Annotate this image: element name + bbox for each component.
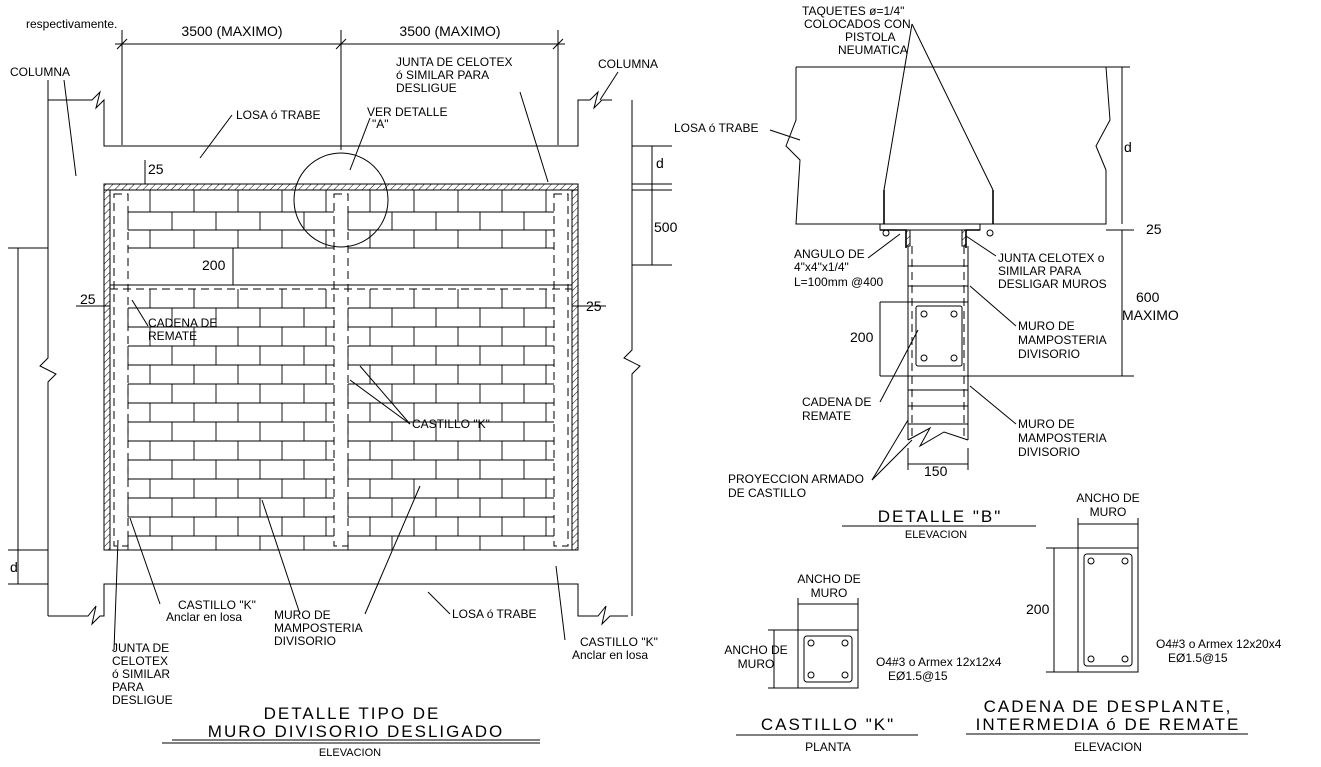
muro-label-2: MAMPOSTERIA — [274, 621, 363, 635]
detail-a-callout — [293, 152, 389, 248]
left-d-dimension: d — [10, 559, 18, 575]
cadena-title-1: CADENA DE DESPLANTE, — [984, 697, 1233, 716]
junta-top-label-1: JUNTA DE CELOTEX — [396, 55, 512, 69]
ver-detalle-a-label: "A" — [372, 117, 389, 131]
right-d-dimension: d — [656, 155, 664, 171]
detail-b-25-dimension: 25 — [1146, 221, 1162, 237]
cover-25-dimension: 25 — [148, 161, 164, 177]
muro-label-3: DIVISORIO — [274, 634, 336, 648]
muro-b-top-label-3: DIVISORIO — [1018, 347, 1080, 361]
junta-bottom-label-1: JUNTA DE — [112, 641, 169, 655]
taquetes-label-2: COLOCADOS CON — [804, 17, 911, 31]
junta-bottom-label-2: CELOTEX — [112, 654, 168, 668]
losa-bottom-label: LOSA ó TRABE — [452, 607, 537, 621]
detail-b-losa-label: LOSA ó TRABE — [674, 121, 759, 135]
cadena-b-label-1: CADENA DE — [802, 395, 871, 409]
cadena-subtitle: ELEVACION — [1074, 740, 1142, 754]
junta-bottom-label-3: ó SIMILAR — [112, 667, 170, 681]
junta-top-label-2: ó SIMILAR PARA — [396, 68, 489, 82]
detail-b-maximo-label: MAXIMO — [1122, 307, 1179, 323]
junta-bottom-label-4: PARA — [112, 680, 144, 694]
junta-b-label-2: SIMILAR PARA — [998, 264, 1081, 278]
cadena-ancho-1: ANCHO DE — [1076, 491, 1139, 505]
junta-top-label-3: DESLIGUE — [396, 81, 457, 95]
cadena-spec-2: EØ1.5@15 — [1168, 651, 1228, 665]
castillo-ancho-top-2: MURO — [811, 586, 848, 600]
muro-b-bot-label-3: DIVISORIO — [1018, 445, 1080, 459]
cadena-remate-label-2: REMATE — [148, 329, 197, 343]
muro-label-1: MURO DE — [274, 608, 331, 622]
detail-b-d-dimension: d — [1124, 139, 1132, 155]
angulo-label-2: 4"x4"x1/4" — [794, 260, 849, 274]
detail-b-title: DETALLE "B" — [878, 507, 1002, 526]
height-500-dimension: 500 — [654, 219, 678, 235]
cadena-ancho-2: MURO — [1090, 505, 1127, 519]
proyeccion-label-1: PROYECCION ARMADO — [728, 472, 864, 486]
ver-detalle-label: VER DETALLE — [367, 105, 447, 119]
span-dimension-1: 3500 (MAXIMO) — [181, 23, 282, 39]
proyeccion-label-2: DE CASTILLO — [728, 486, 806, 500]
detail-b-subtitle: ELEVACION — [905, 529, 967, 541]
castillo-title: CASTILLO "K" — [761, 715, 895, 734]
castillo-right-label-1: CASTILLO "K" — [580, 635, 658, 649]
castillo-ancho-left-1: ANCHO DE — [724, 643, 787, 657]
header-note: respectivamente. — [26, 17, 117, 31]
castillo-right-label-2: Anclar en losa — [572, 648, 648, 662]
cadena-200-dimension: 200 — [1026, 601, 1050, 617]
muro-b-top-label-2: MAMPOSTERIA — [1018, 333, 1107, 347]
wall-title-line-1: DETALLE TIPO DE — [264, 704, 441, 723]
cadena-b-label-2: REMATE — [802, 409, 851, 423]
gap-200-dimension: 200 — [202, 257, 226, 273]
side-25-left-dimension: 25 — [80, 291, 96, 307]
castillo-ancho-left-2: MURO — [738, 657, 775, 671]
detail-b-200-dimension: 200 — [850, 329, 874, 345]
wall-title-line-2: MURO DIVISORIO DESLIGADO — [208, 722, 504, 741]
detail-b-600-dimension: 600 — [1136, 289, 1160, 305]
muro-b-bot-label-1: MURO DE — [1018, 417, 1075, 431]
angulo-label-3: L=100mm @400 — [794, 275, 884, 289]
junta-b-label-1: JUNTA CELOTEX o — [998, 251, 1105, 265]
brick-pattern — [127, 190, 554, 551]
detail-b-drawing: TAQUETES ø=1/4" COLOCADOS CON PISTOLA NE… — [674, 4, 1179, 541]
castillo-mid-label: CASTILLO "K" — [412, 417, 490, 431]
columna-left-label: COLUMNA — [10, 65, 70, 79]
detail-b-150-dimension: 150 — [924, 463, 948, 479]
cadena-title-2: INTERMEDIA ó DE REMATE — [976, 715, 1241, 734]
wall-elevation-drawing: respectivamente. 3500 (MAXIMO) 3500 (MAX… — [8, 17, 678, 759]
muro-b-bot-label-2: MAMPOSTERIA — [1018, 431, 1107, 445]
angulo-label-1: ANGULO DE — [794, 247, 865, 261]
castillo-spec-2: EØ1.5@15 — [888, 669, 948, 683]
taquetes-label-4: NEUMATICA — [838, 43, 908, 57]
castillo-subtitle: PLANTA — [805, 740, 851, 754]
cadena-spec-1: O4#3 o Armex 12x20x4 — [1156, 637, 1282, 651]
wall-subtitle: ELEVACION — [319, 747, 381, 759]
junta-b-label-3: DESLIGAR MUROS — [998, 277, 1107, 291]
taquetes-label-3: PISTOLA — [845, 30, 895, 44]
castillo-spec-1: O4#3 o Armex 12x12x4 — [876, 655, 1002, 669]
cadena-drawing: ANCHO DE MURO 200 O4#3 o Armex 12x20x4 E… — [966, 491, 1282, 754]
castillo-k-drawing: ANCHO DE MURO ANCHO DE MURO O4#3 o Armex… — [724, 572, 1001, 754]
cadena-remate-label-1: CADENA DE — [148, 316, 217, 330]
columna-right-label: COLUMNA — [598, 57, 658, 71]
castillo-anclar-label-1: CASTILLO "K" — [178, 598, 256, 612]
taquetes-label-1: TAQUETES ø=1/4" — [802, 4, 904, 18]
side-25-right-dimension: 25 — [586, 298, 602, 314]
castillo-ancho-top-1: ANCHO DE — [797, 572, 860, 586]
muro-b-top-label-1: MURO DE — [1018, 319, 1075, 333]
castillo-anclar-label-2: Anclar en losa — [166, 610, 242, 624]
junta-bottom-label-5: DESLIGUE — [112, 693, 173, 707]
losa-top-label: LOSA ó TRABE — [236, 108, 321, 122]
span-dimension-2: 3500 (MAXIMO) — [399, 23, 500, 39]
